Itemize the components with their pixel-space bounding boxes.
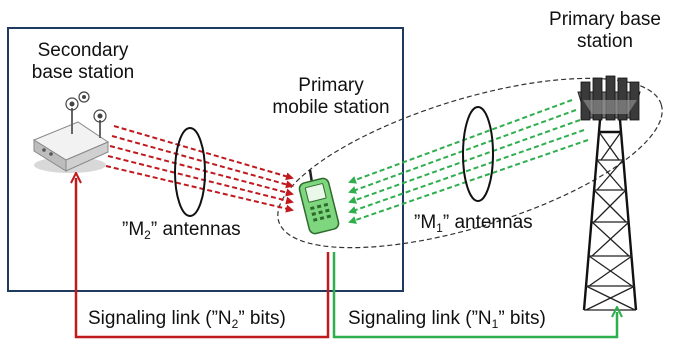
n2-label-suffix: ” bits) [238, 308, 286, 329]
n2-label-subscript: 2 [231, 317, 239, 331]
m2-label-prefix: ”M [122, 219, 145, 240]
m2-antennas-label: ”M2” antennas [122, 219, 241, 246]
n2-signaling-label: Signaling link (”N2” bits) [88, 308, 286, 335]
wireless-router-icon [32, 91, 110, 173]
m1-label-prefix: ”M [414, 212, 437, 233]
primary-base-station-label-line2: station [577, 31, 633, 52]
mobile-phone-icon [298, 169, 340, 235]
n1-signaling-label: Signaling link (”N1” bits) [348, 308, 546, 335]
secondary-base-station-label-line2: base station [31, 62, 135, 83]
m1-antenna-group [462, 106, 494, 202]
m1-label-suffix: ” antennas [442, 212, 533, 233]
secondary-signaling-link [76, 178, 330, 339]
m2-label-subscript: 2 [144, 228, 151, 242]
m1-label-subscript: 1 [436, 221, 443, 235]
secondary-base-station-label: Secondary base station [8, 40, 158, 84]
primary-cell-ellipse [277, 77, 663, 249]
n1-label-subscript: 1 [491, 317, 499, 331]
secondary-base-station-label-line1: Secondary [37, 40, 129, 61]
primary-mobile-station-label-line1: Primary [298, 75, 364, 96]
cell-tower-icon [577, 75, 641, 311]
primary-base-station-label: Primary base station [537, 9, 673, 53]
m1-antennas-label: ”M1” antennas [414, 212, 533, 239]
m2-label-suffix: ” antennas [150, 219, 241, 240]
primary-mobile-station-label-line2: mobile station [272, 97, 390, 118]
secondary-cell-box [7, 27, 404, 292]
primary-mobile-station-label: Primary mobile station [256, 75, 406, 119]
primary-signaling-link [332, 252, 617, 339]
n1-label-suffix: ” bits) [498, 308, 546, 329]
primary-base-station-label-line1: Primary base [549, 9, 661, 30]
n2-label-prefix: Signaling link (”N [88, 308, 232, 329]
m2-antenna-group [174, 127, 206, 217]
n1-label-prefix: Signaling link (”N [348, 308, 492, 329]
